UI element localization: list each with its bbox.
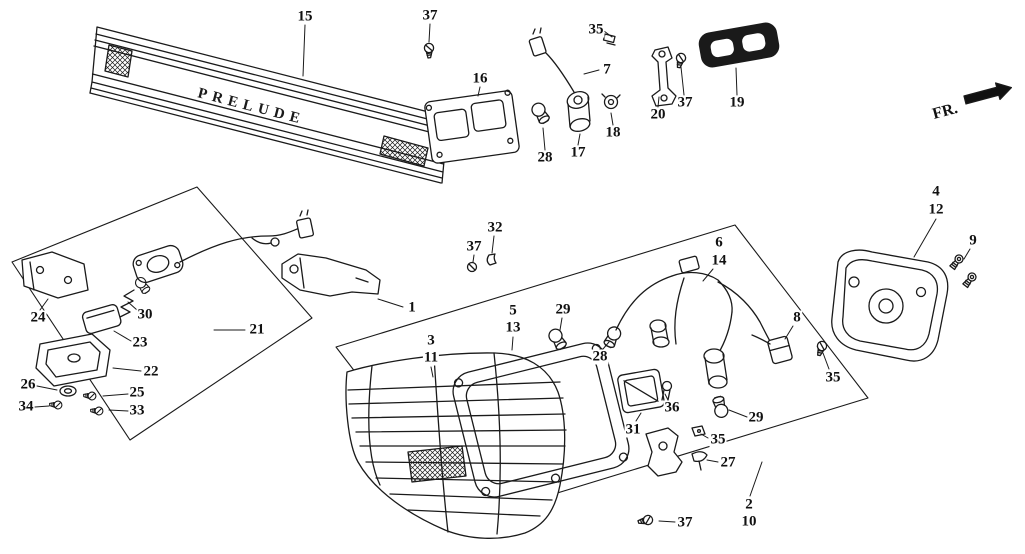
grommet-18 (601, 93, 621, 110)
relay-box-31 (617, 368, 665, 414)
fr-label: FR. (931, 100, 960, 123)
screw-25 (82, 390, 97, 401)
license-socket (132, 244, 184, 284)
garnish-cap-19 (698, 22, 780, 68)
wire-harness-6-14 (615, 255, 775, 355)
panel-hatch-right (379, 135, 429, 167)
license-bracket-24 (21, 251, 89, 299)
screw-37-top (423, 42, 435, 59)
screw-34 (48, 399, 63, 410)
panel-hatch-left (104, 44, 133, 78)
clip-35-lower (691, 425, 706, 437)
bracket-20 (651, 46, 677, 107)
group-box-license-light (11, 186, 313, 441)
bulb-29-lower (710, 394, 730, 420)
taillight-lens-3-11 (345, 352, 567, 539)
spring-30 (117, 289, 135, 319)
rear-garnish-panel: PRELUDE (89, 26, 449, 184)
screw-35-right (813, 339, 829, 358)
screw-37-bracket (673, 51, 688, 70)
license-housing-22 (35, 333, 111, 387)
screw-33 (89, 405, 104, 416)
lens-gasket-5-13 (452, 342, 630, 498)
license-harness (179, 209, 314, 263)
lens-reflector-hatch (407, 445, 467, 483)
harness-7 (528, 27, 575, 93)
socket-17 (566, 91, 591, 132)
washer-26 (59, 385, 77, 397)
screw-37-bottom (636, 514, 654, 527)
fr-arrow (963, 82, 1013, 105)
taillight-housing-4-12 (831, 249, 949, 362)
leader-lines (34, 23, 971, 523)
clip-32 (486, 253, 497, 266)
socket-right (703, 348, 728, 389)
socket-36 (661, 380, 673, 401)
bolt-set-9 (948, 252, 979, 289)
bulb-28-top (528, 100, 552, 126)
license-lens-23 (81, 304, 122, 335)
clip-27 (691, 451, 708, 471)
clip-35-top (602, 33, 616, 46)
gasket-plate-16 (424, 89, 520, 164)
stay-bracket-1 (281, 253, 381, 297)
lower-bracket (645, 427, 683, 477)
screw-37-center (466, 261, 478, 273)
bulb-28-center (601, 324, 624, 350)
connector-8 (751, 334, 793, 365)
